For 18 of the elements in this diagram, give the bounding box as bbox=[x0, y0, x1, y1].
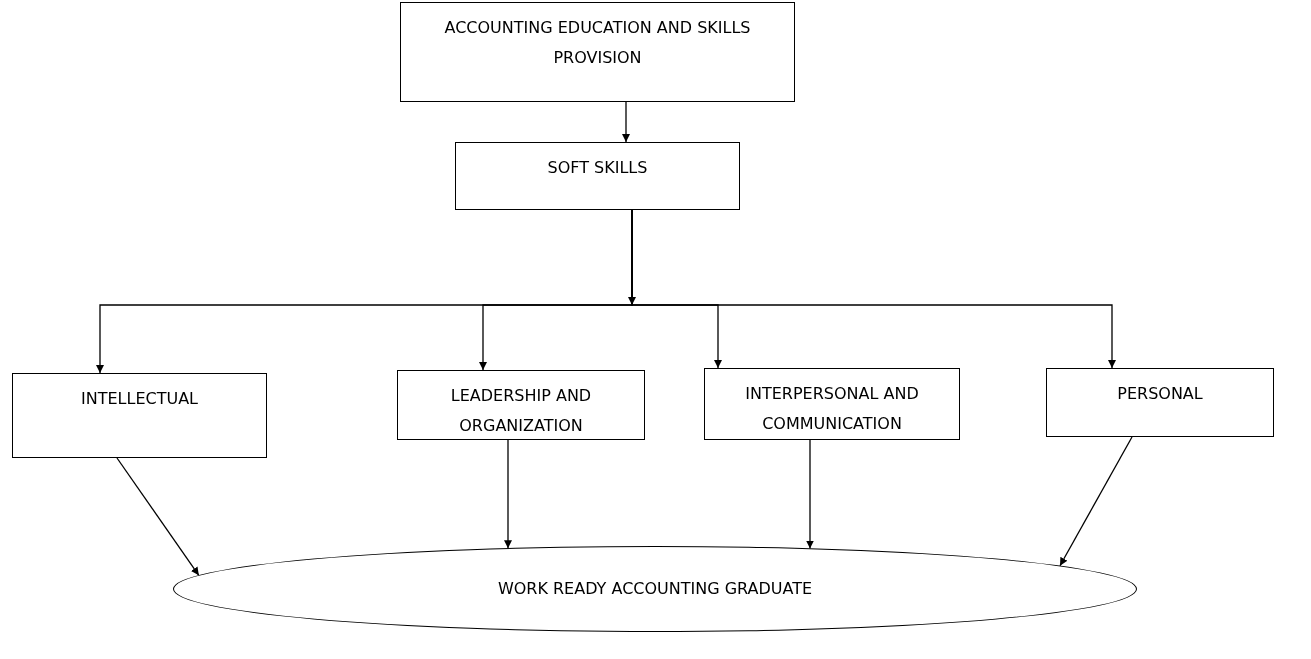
node-label: LEADERSHIP AND ORGANIZATION bbox=[449, 385, 593, 438]
node-label: INTELLECTUAL bbox=[81, 388, 198, 410]
arrow bbox=[1059, 436, 1133, 567]
process-box bbox=[1046, 368, 1274, 437]
node-label: SOFT SKILLS bbox=[547, 157, 648, 179]
arrow bbox=[806, 439, 814, 550]
process-box bbox=[12, 373, 267, 458]
node-label: INTERPERSONAL AND COMMUNICATION bbox=[744, 383, 920, 436]
process-box bbox=[704, 368, 960, 440]
node-label: WORK READY ACCOUNTING GRADUATE bbox=[497, 577, 813, 600]
process-box bbox=[397, 370, 645, 440]
process-box bbox=[400, 2, 795, 102]
arrow bbox=[116, 457, 200, 576]
node-label: PERSONAL bbox=[1117, 383, 1203, 405]
arrow bbox=[622, 101, 630, 143]
arrow-trunk bbox=[628, 209, 636, 306]
node-label: ACCOUNTING EDUCATION AND SKILLS PROVISION bbox=[443, 17, 752, 70]
process-box bbox=[455, 142, 740, 210]
